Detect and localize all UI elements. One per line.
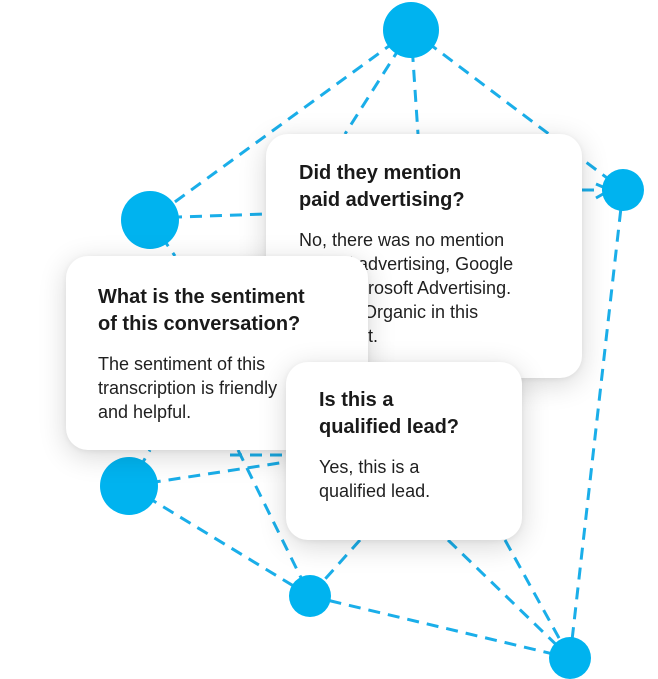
edge-bottom-to-bottomright xyxy=(309,594,571,660)
edge-top-to-card xyxy=(409,29,420,135)
node-bottomright xyxy=(549,637,591,679)
node-top xyxy=(383,2,439,58)
node-midleft xyxy=(100,457,158,515)
card-question: What is the sentiment of this conversati… xyxy=(98,286,305,335)
node-bottom xyxy=(289,575,331,617)
edge-top-to-right xyxy=(410,28,624,192)
edge-lead-to-bottomright-2 xyxy=(503,539,572,659)
arrowhead-right xyxy=(595,182,614,200)
card-qualified-lead: Is this a qualified lead? Yes, this is a… xyxy=(286,362,522,540)
edge-top-to-left xyxy=(149,28,412,222)
card-question: Is this a qualified lead? xyxy=(319,389,460,438)
card-question: Did they mention paid advertising? xyxy=(299,162,465,211)
node-left xyxy=(121,191,179,249)
edge-lead-to-bottomright xyxy=(446,538,572,660)
card-answer: The sentiment of this transcription is f… xyxy=(98,354,278,422)
card-answer: Yes, this is a qualified lead. xyxy=(319,457,431,501)
node-right xyxy=(602,169,644,211)
edge-midleft-to-bottom xyxy=(128,484,311,598)
edge-card-to-bottom xyxy=(236,449,312,597)
